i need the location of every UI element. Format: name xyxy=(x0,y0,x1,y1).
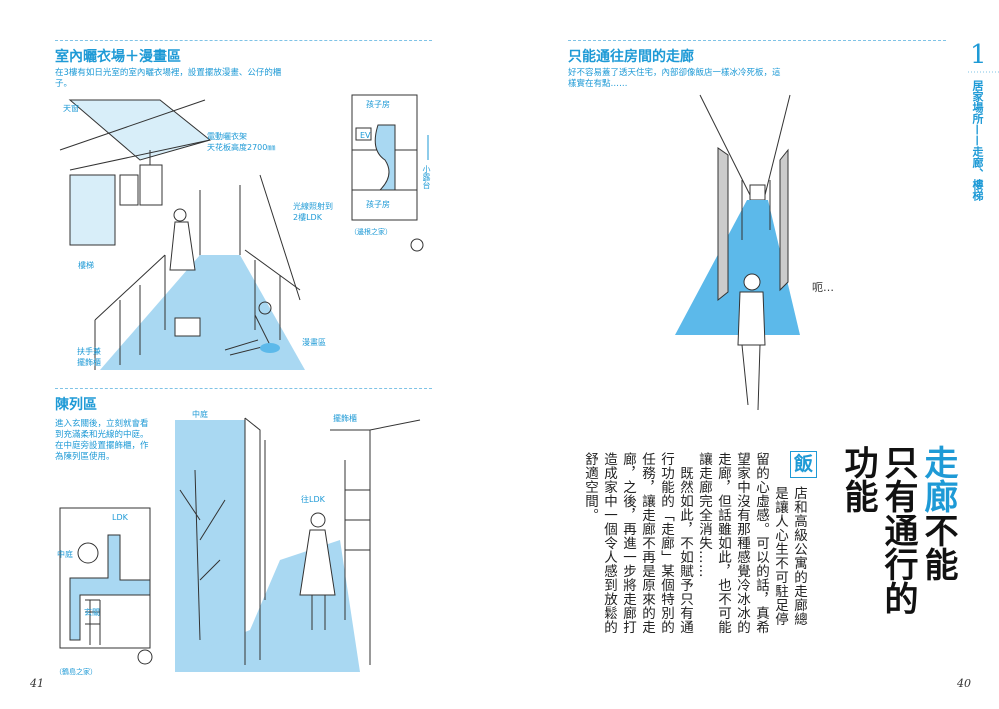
label-ldk: LDK xyxy=(112,513,128,522)
divider xyxy=(55,40,432,41)
page-number-right: 40 xyxy=(957,677,971,690)
headline-line-1: 走廊不能 xyxy=(918,445,958,615)
divider xyxy=(568,40,946,41)
body-line: 任務，讓走廊不再是原來的走 xyxy=(639,452,655,634)
label-house-1: （邊根之家） xyxy=(350,228,392,236)
label-ceiling: 天花板高度2700㎜ xyxy=(207,143,276,152)
body-line: 讓走廊完全消失…… xyxy=(696,452,712,578)
display-area-illustration xyxy=(175,417,421,672)
sunroom-illustration xyxy=(59,99,305,370)
exclamation-text: 呃… xyxy=(812,281,834,294)
section-title-corridor: 只能通往房間的走廊 xyxy=(568,49,694,65)
chapter-label: 居家場所——走廊、樓梯 xyxy=(971,80,984,201)
body-line: 造成家中一個令人感到放鬆的 xyxy=(601,452,617,634)
label-light: 光線照射到 xyxy=(293,202,333,211)
body-line: 店和高級公寓的走廊總 xyxy=(791,486,807,626)
drop-cap-badge: 飯 xyxy=(790,451,817,478)
label-light-2: 2樓LDK xyxy=(293,213,322,222)
body-line: 留的心虛感。可以的話，真希 xyxy=(753,452,769,634)
label-ev: EV xyxy=(360,131,371,140)
body-line: 廊，之後，再進一步將走廊打 xyxy=(620,452,636,634)
label-courtyard: 中庭 xyxy=(192,410,208,419)
body-line: 行功能的「走廊」某個特別的 xyxy=(658,452,674,634)
body-line: 既然如此，不如賦予只有通 xyxy=(677,452,693,634)
page-number-left: 41 xyxy=(30,677,44,690)
divider xyxy=(55,388,432,389)
section-desc-sunroom: 在3樓有如日光室的室內曬衣場裡，設置擺放漫畫、公仔的櫃子。 xyxy=(55,68,282,89)
section-desc-display: 進入玄關後，立刻就會看到充滿柔和光線的中庭。在中庭旁設置擺飾櫃，作為陳列區使用。 xyxy=(55,419,149,462)
label-manga: 漫畫區 xyxy=(302,338,326,347)
body-line: 舒適空間。 xyxy=(582,452,598,522)
label-display-shelf: 擺飾櫃 xyxy=(333,414,357,423)
body-line: 走廊，但話雖如此，也不可能 xyxy=(715,452,731,634)
label-to-ldk: 往LDK xyxy=(301,495,325,504)
chapter-number: 1 xyxy=(970,40,987,70)
headline-line-3: 功能 xyxy=(838,445,878,513)
label-handrail: 扶手兼 xyxy=(77,347,101,356)
floor-plan-2 xyxy=(59,507,153,665)
label-entrance: 玄關 xyxy=(84,608,100,617)
body-text: 店和高級公寓的走廊總 是讓人心生不可駐足停 留的心虛感。可以的話，真希 望家中沒… xyxy=(582,452,807,634)
headline-rest: 不能 xyxy=(918,513,958,581)
label-house-2: （鶴島之家） xyxy=(55,668,97,676)
label-rack: 電動曬衣架 xyxy=(207,132,247,141)
corridor-illustration xyxy=(675,94,800,411)
section-title-display: 陳列區 xyxy=(55,397,97,413)
body-line: 是讓人心生不可駐足停 xyxy=(772,486,788,626)
headline: 走廊不能 只有通行的 功能 xyxy=(838,445,958,615)
label-handrail-2: 擺飾櫃 xyxy=(77,358,101,367)
floor-plan-1 xyxy=(351,94,429,252)
body-line: 望家中沒有那種感覺冷冰冰的 xyxy=(734,452,750,634)
label-kids-room-bottom: 孩子房 xyxy=(366,200,390,209)
label-balcony: 小露台 xyxy=(422,165,431,189)
section-title-sunroom: 室內曬衣場＋漫畫區 xyxy=(55,49,181,65)
label-stairs: 樓梯 xyxy=(78,261,94,270)
section-desc-corridor: 好不容易蓋了透天住宅，內部卻像飯店一樣冰冷死板，這樣實在有點…… xyxy=(568,68,781,89)
label-courtyard-plan: 中庭 xyxy=(57,550,73,559)
headline-line-2: 只有通行的 xyxy=(878,445,918,615)
headline-blue: 走廊 xyxy=(918,445,958,513)
label-kids-room-top: 孩子房 xyxy=(366,100,390,109)
label-skylight: 天窗 xyxy=(63,104,79,113)
